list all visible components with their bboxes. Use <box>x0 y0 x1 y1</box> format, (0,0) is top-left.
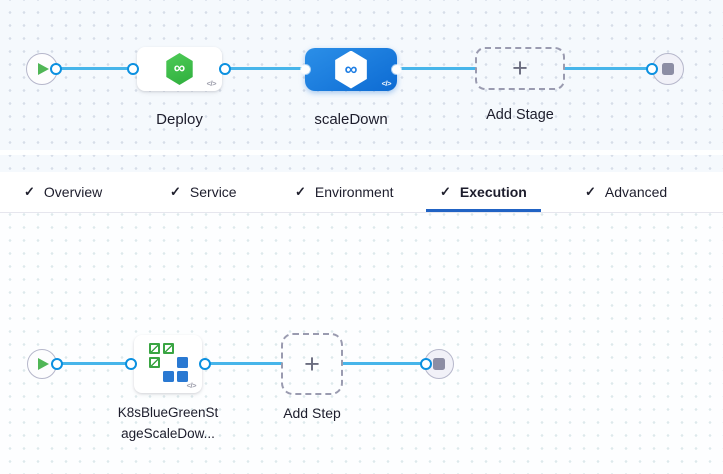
connector-line <box>395 67 477 70</box>
plus-icon: + <box>304 348 320 379</box>
cd-stage-icon: ∞ <box>335 50 367 89</box>
tab-label: Service <box>189 184 237 200</box>
stage-label-deploy: Deploy <box>156 111 203 128</box>
step-label: K8sBlueGreenSt ageScaleDow... <box>108 402 228 444</box>
check-icon: ✓ <box>295 184 306 199</box>
connector-port[interactable] <box>420 358 432 370</box>
connector-port[interactable] <box>219 63 231 75</box>
tab-label: Execution <box>459 184 527 200</box>
execution-step-canvas[interactable]: </> K8sBlueGreenSt ageScaleDow... + Add … <box>0 213 723 474</box>
stage-label-scaledown: scaleDown <box>314 111 388 128</box>
add-stage-label: Add Stage <box>486 107 554 123</box>
connector-port[interactable] <box>51 358 63 370</box>
plus-icon: + <box>512 53 528 83</box>
tab-label: Overview <box>43 184 103 200</box>
check-icon: ✓ <box>585 184 596 199</box>
connector-line <box>203 362 283 365</box>
play-icon <box>38 358 49 370</box>
tab-advanced[interactable]: ✓ Advanced <box>571 172 681 212</box>
k8s-blue-green-icon <box>149 343 188 382</box>
step-node-k8s-bluegreen-scaledown[interactable]: </> <box>134 335 202 393</box>
check-icon: ✓ <box>170 184 181 199</box>
connector-port[interactable] <box>125 358 137 370</box>
cd-stage-icon: ∞ <box>166 53 193 85</box>
tab-label: Environment <box>314 184 394 200</box>
tab-environment[interactable]: ✓ Environment <box>281 172 408 212</box>
check-icon: ✓ <box>24 184 35 199</box>
connector-port[interactable] <box>646 63 658 75</box>
code-icon: </> <box>186 381 197 390</box>
connector-line <box>341 362 428 365</box>
stop-icon <box>433 358 445 370</box>
stage-node-scaledown[interactable]: ∞ </> <box>305 48 397 91</box>
add-step-label: Add Step <box>283 405 341 421</box>
stage-config-tabbar: ✓ Overview ✓ Service ✓ Environment ✓ Exe… <box>0 172 723 213</box>
connector-port[interactable] <box>50 63 62 75</box>
stage-graph-canvas[interactable]: ∞ </> Deploy ∞ </> scaleDown + Add Stage <box>0 0 723 172</box>
code-icon: </> <box>206 79 217 88</box>
connector-line <box>56 67 134 70</box>
tab-label: Advanced <box>604 184 668 200</box>
execution-end-node[interactable] <box>424 349 454 379</box>
connector-port[interactable] <box>199 358 211 370</box>
tab-execution[interactable]: ✓ Execution <box>426 172 541 212</box>
connector-line <box>563 67 653 70</box>
code-icon: </> <box>381 79 392 88</box>
connector-line <box>225 67 307 70</box>
connector-port[interactable] <box>127 63 139 75</box>
canvas-divider <box>0 150 723 155</box>
add-stage-button[interactable]: + <box>475 47 565 90</box>
stage-node-deploy[interactable]: ∞ </> <box>137 47 222 91</box>
stop-icon <box>662 63 674 75</box>
add-step-button[interactable]: + <box>281 333 343 395</box>
step-label-line1: K8sBlueGreenSt <box>117 405 219 420</box>
infinity-glyph: ∞ <box>173 60 186 77</box>
connector-port[interactable] <box>301 65 310 74</box>
step-label-line2: ageScaleDow... <box>121 426 215 441</box>
infinity-glyph: ∞ <box>344 59 358 79</box>
play-icon <box>38 63 49 75</box>
tab-service[interactable]: ✓ Service <box>156 172 251 212</box>
connector-line <box>56 362 133 365</box>
connector-port[interactable] <box>392 65 401 74</box>
check-icon: ✓ <box>440 184 451 199</box>
tab-overview[interactable]: ✓ Overview <box>10 172 116 212</box>
